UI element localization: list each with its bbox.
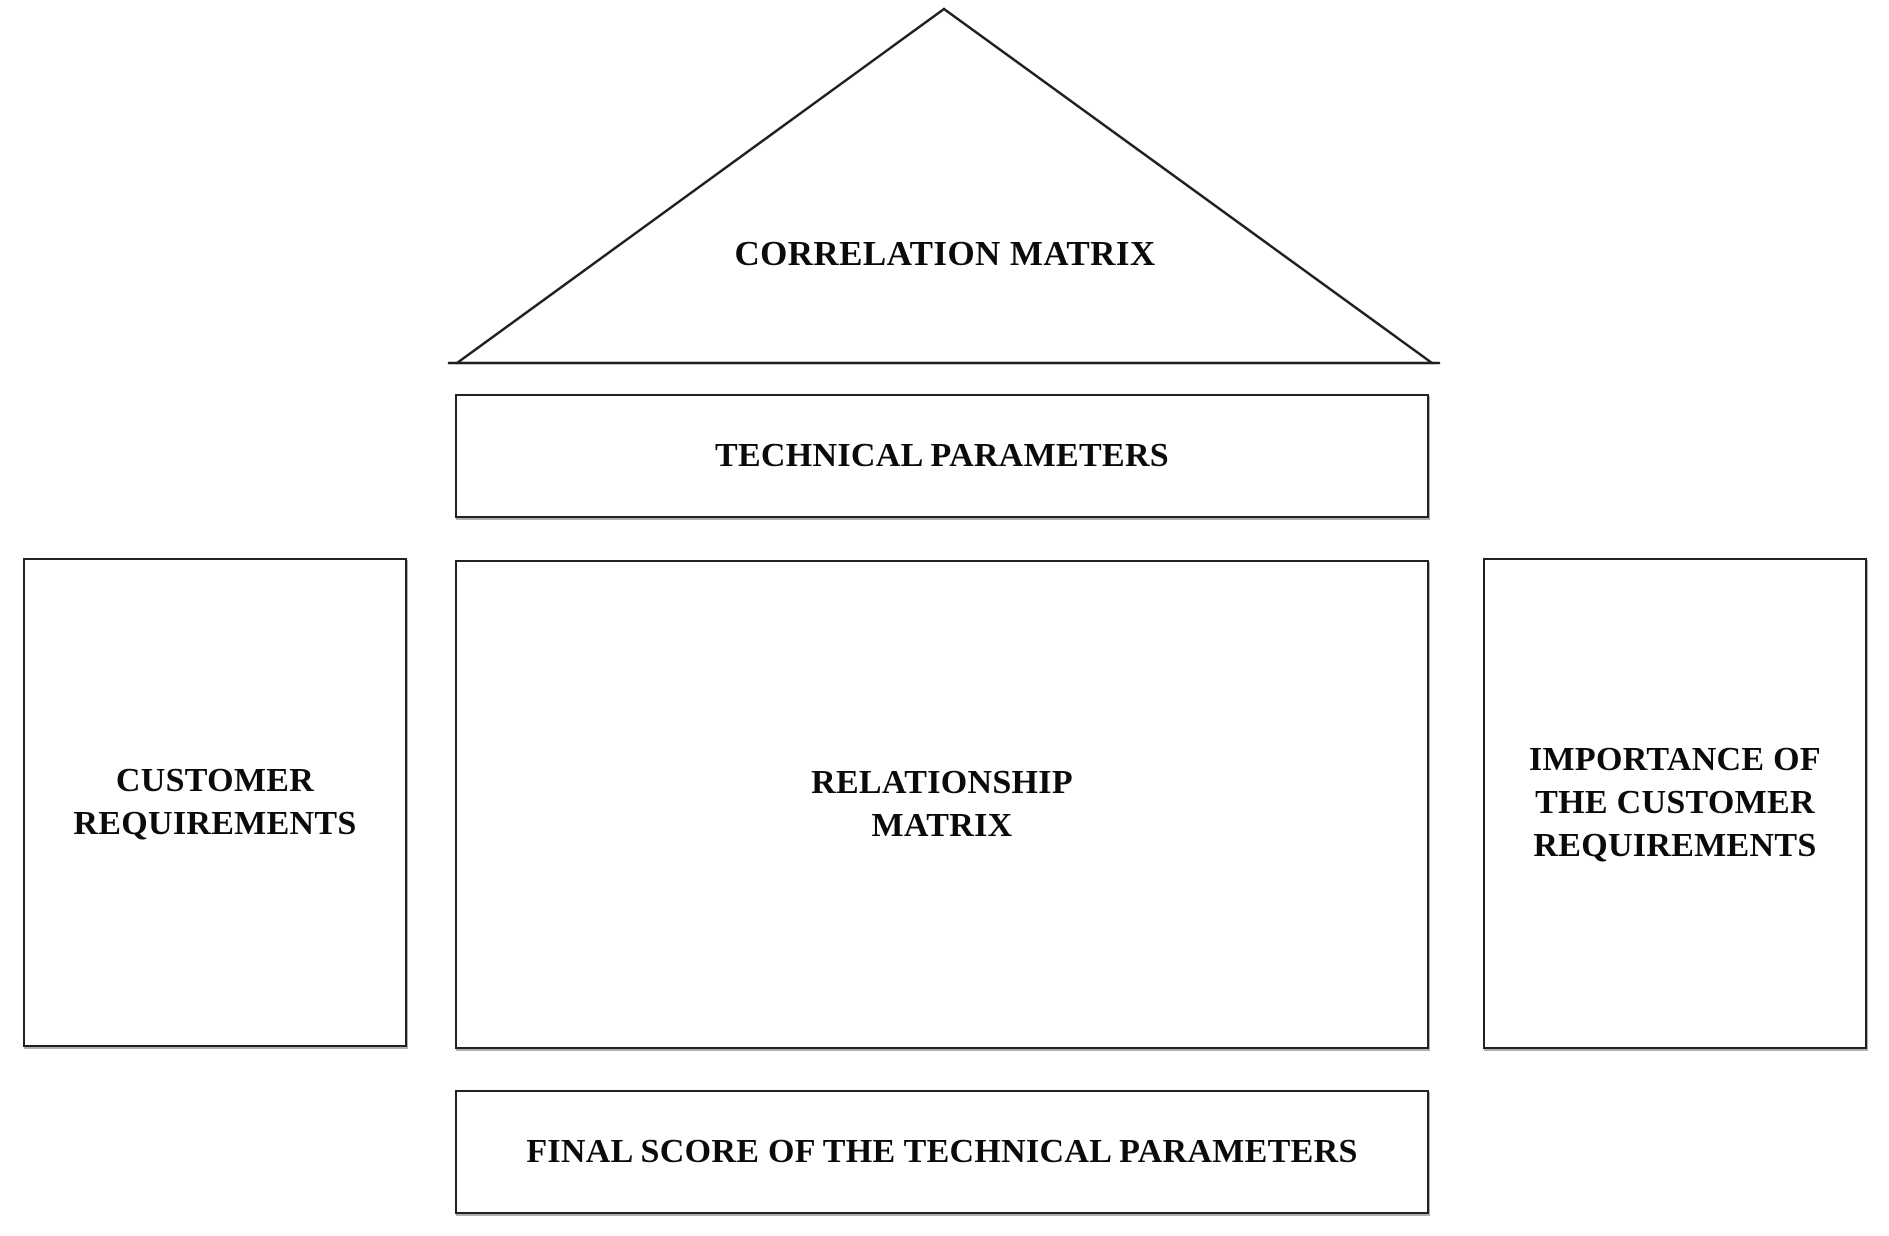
correlation-matrix-roof-triangle <box>447 7 1441 365</box>
roof-left-edge-line <box>455 7 946 365</box>
importance-of-customer-requirements-box: IMPORTANCE OF THE CUSTOMER REQUIREMENTS <box>1483 558 1867 1049</box>
final-score-label: FINAL SCORE OF THE TECHNICAL PARAMETERS <box>526 1132 1358 1170</box>
customer-requirements-label: CUSTOMER REQUIREMENTS <box>73 761 357 842</box>
final-score-box: FINAL SCORE OF THE TECHNICAL PARAMETERS <box>455 1090 1429 1214</box>
relationship-matrix-box: RELATIONSHIP MATRIX <box>455 560 1429 1049</box>
customer-requirements-box: CUSTOMER REQUIREMENTS <box>23 558 407 1047</box>
correlation-matrix-label: CORRELATION MATRIX <box>734 234 1156 273</box>
relationship-matrix-label: RELATIONSHIP MATRIX <box>811 763 1073 844</box>
technical-parameters-box: TECHNICAL PARAMETERS <box>455 394 1429 518</box>
roof-right-edge-line <box>942 7 1434 365</box>
importance-of-customer-requirements-label: IMPORTANCE OF THE CUSTOMER REQUIREMENTS <box>1528 741 1821 864</box>
technical-parameters-label: TECHNICAL PARAMETERS <box>714 436 1170 474</box>
